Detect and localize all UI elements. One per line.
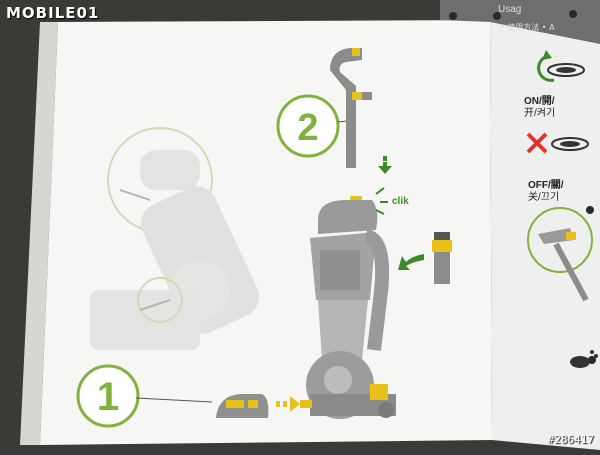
power-on-label: ON/開/ 开/켜기 [524,96,555,120]
power-on-text: ON/開/ [524,96,555,107]
click-marks [375,187,388,215]
step-two-number: 2 [297,107,318,149]
click-label: clik [392,196,409,207]
left-arrow [398,254,424,270]
step-one-badge [76,364,213,428]
faded-vacuum-illustration [90,127,260,350]
power-off-text: OFF/關/ [528,180,564,191]
power-off-subtext: 关/끄기 [528,192,560,203]
attachment-tool [432,232,452,284]
step-one-number: 1 [97,375,119,419]
foot-icon [570,350,598,368]
power-on-icon [537,50,585,82]
power-on-subtext: 开/켜기 [524,108,556,119]
insert-arrow [276,396,300,412]
panel-header: Usag [498,4,521,15]
handle-detail [527,207,593,302]
power-off-icon [526,132,589,154]
vacuum-body [300,196,396,419]
down-arrow [378,156,392,174]
brush-bar-part [216,394,269,418]
photo-id: #286417 [547,433,594,446]
panel-subheader: • 使用方法 • A [500,22,555,32]
watermark: MOBILE01 [6,4,100,22]
wand-handle [330,48,372,168]
power-off-label: OFF/關/ 关/끄기 [528,180,564,204]
step-two-badge [276,94,357,158]
